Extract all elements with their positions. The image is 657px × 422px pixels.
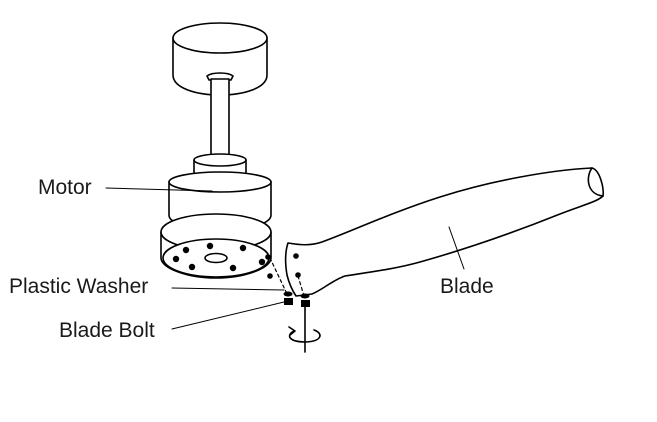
rotation-arrow-icon [288,326,321,343]
motor-leader [105,187,213,192]
downrod [210,78,230,164]
plastic-washer-label: Plastic Washer [9,275,149,298]
blade [265,167,604,297]
blade-bolts [284,298,310,353]
alignment-dashes [269,257,305,297]
plastic-washers [283,291,310,299]
blade-leader [448,226,465,270]
blade-label: Blade [440,275,494,298]
blade-bolt-label: Blade Bolt [59,319,155,342]
hub-bottom-face [162,238,270,278]
motor-label: Motor [38,176,92,199]
leader-lines [105,187,465,330]
washer-leader [171,287,285,291]
bolt-leader [171,301,285,330]
canopy [172,22,268,96]
